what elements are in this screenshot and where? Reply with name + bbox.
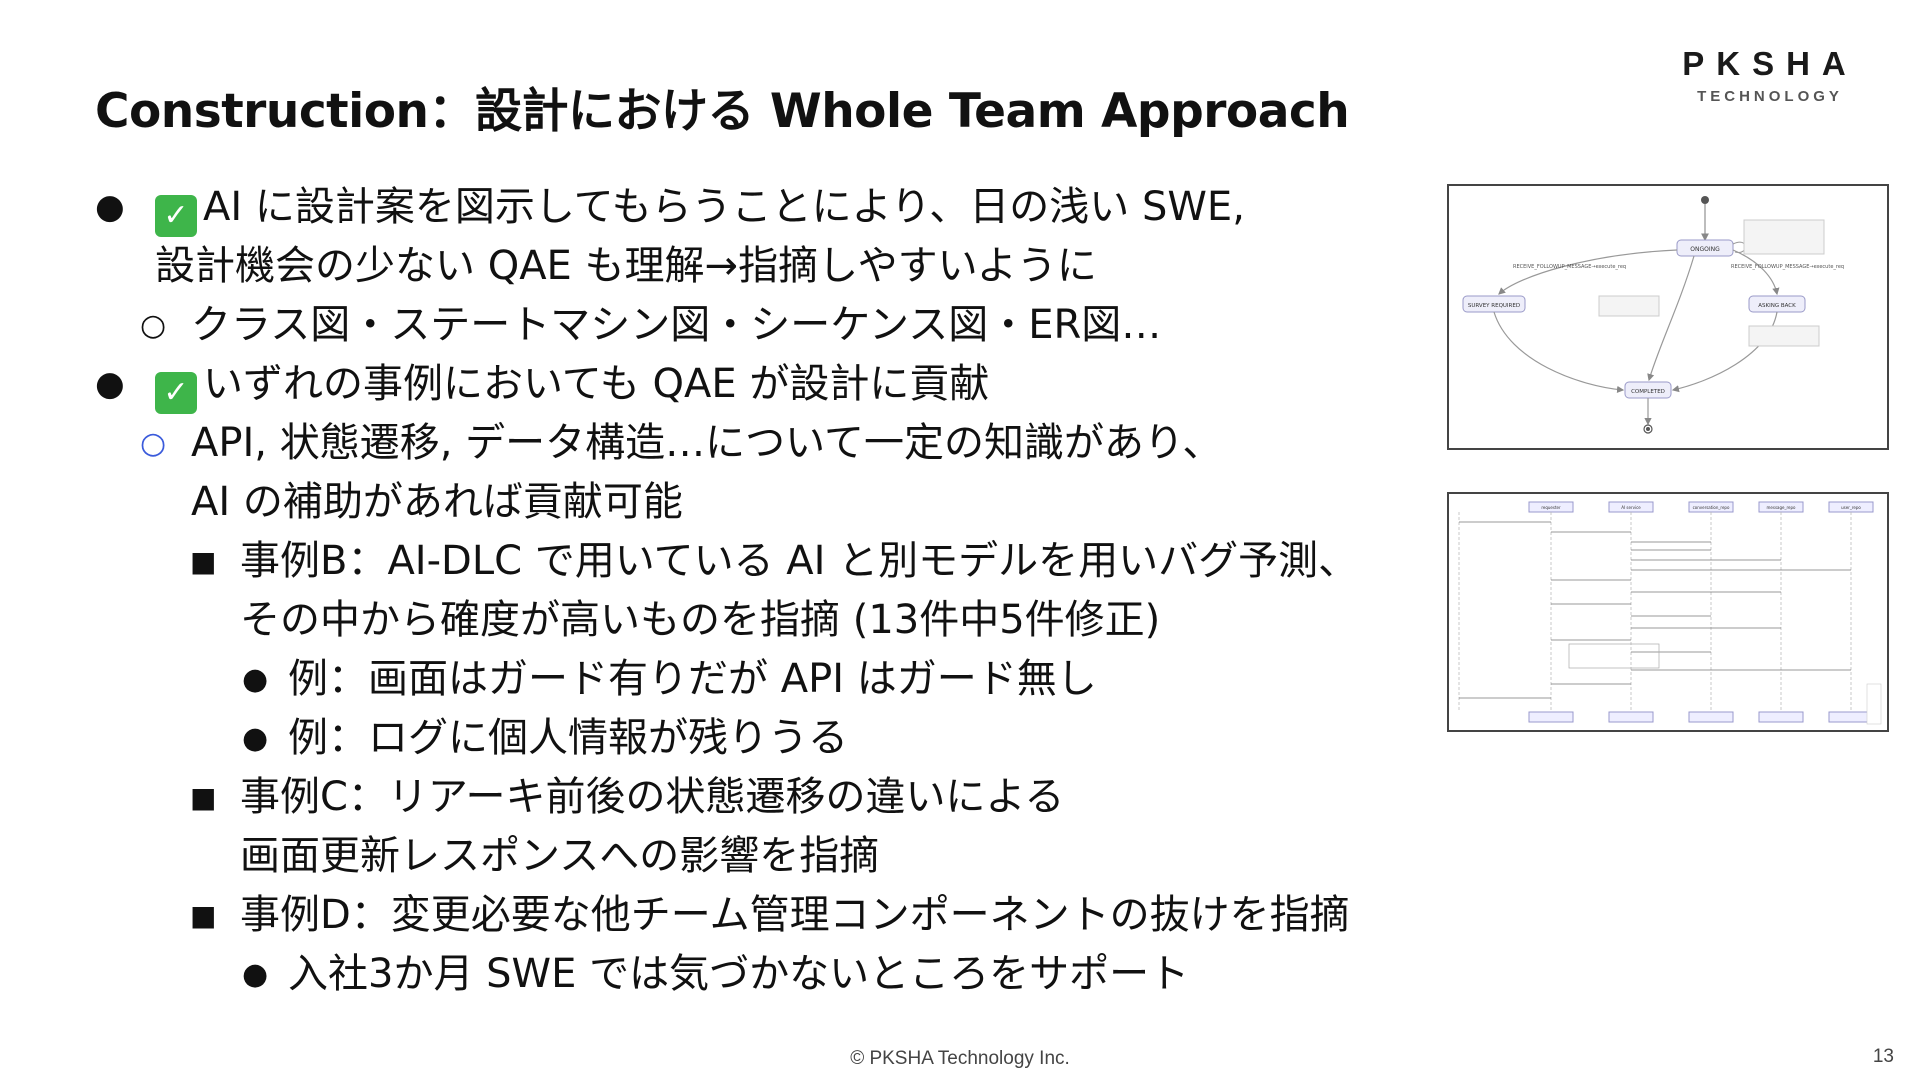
bullet-continuation: 画面更新レスポンスへの影響を指摘	[95, 827, 1435, 886]
state-completed: COMPLETED	[1631, 389, 1665, 395]
bullet-text: その中から確度が高いものを指摘 (13件中5件修正)	[240, 597, 1161, 643]
state-ongoing: ONGOING	[1690, 246, 1720, 253]
case-c-bullet: ■ 事例C：リアーキ前後の状態遷移の違いによる	[95, 768, 1435, 827]
sequence-diagram-svg: requester AI service conversation_repo m…	[1458, 501, 1882, 725]
example-bullet-support: ● 入社3か月 SWE では気づかないところをサポート	[95, 945, 1435, 1004]
logo-subtitle: TECHNOLOGY	[1697, 88, 1843, 105]
copyright-footer: © PKSHA Technology Inc.	[850, 1048, 1070, 1069]
bullet-text: 入社3か月 SWE では気づかないところをサポート	[288, 951, 1190, 997]
sub-bullet-diagram-types: ○ クラス図・ステートマシン図・シーケンス図・ER図…	[95, 296, 1435, 355]
sub-bullet-knowledge: ○ API, 状態遷移, データ構造…について一定の知識があり、	[95, 414, 1435, 473]
bullet-text: 例：ログに個人情報が残りうる	[288, 715, 848, 761]
bullet-list: ● ✓AI に設計案を図示してもらうことにより、日の浅い SWE, 設計機会の少…	[95, 178, 1435, 1004]
participant-label: message_repo	[1767, 505, 1797, 510]
bullet-dot: ●	[242, 662, 269, 697]
bullet-design-diagrams: ● ✓AI に設計案を図示してもらうことにより、日の浅い SWE,	[95, 178, 1435, 237]
bullet-dot: ●	[95, 187, 125, 227]
bullet-dot: ●	[242, 721, 269, 756]
bullet-text: 例：画面はガード有りだが API はガード無し	[288, 656, 1097, 702]
participant-label: user_repo	[1841, 505, 1861, 510]
bullet-square: ■	[190, 899, 217, 932]
bullet-circle: ○	[140, 426, 167, 461]
bullet-text: 事例D：変更必要な他チーム管理コンポーネントの抜けを指摘	[240, 892, 1350, 938]
bullet-text: いずれの事例においても QAE が設計に貢献	[203, 361, 990, 407]
bullet-qae-contribution: ● ✓いずれの事例においても QAE が設計に貢献	[95, 355, 1435, 414]
bullet-dot: ●	[95, 364, 125, 404]
bullet-text: 事例C：リアーキ前後の状態遷移の違いによる	[240, 774, 1065, 820]
slide-title: Construction：設計における Whole Team Approach	[95, 84, 1350, 139]
bullet-square: ■	[190, 545, 217, 578]
transition-label: RECEIVE_FOLLOWUP_MESSAGE→execute_req	[1513, 264, 1626, 270]
bullet-text: API, 状態遷移, データ構造…について一定の知識があり、	[191, 420, 1223, 466]
bullet-dot: ●	[242, 957, 269, 992]
bullet-continuation: AI の補助があれば貢献可能	[95, 473, 1435, 532]
bullet-text: 事例B：AI-DLC で用いている AI と別モデルを用いバグ予測、	[240, 538, 1359, 584]
check-icon: ✓	[155, 372, 197, 414]
check-icon: ✓	[155, 195, 197, 237]
case-d-bullet: ■ 事例D：変更必要な他チーム管理コンポーネントの抜けを指摘	[95, 886, 1435, 945]
bullet-circle: ○	[140, 308, 167, 343]
bullet-continuation: その中から確度が高いものを指摘 (13件中5件修正)	[95, 591, 1435, 650]
bullet-text: AI に設計案を図示してもらうことにより、日の浅い SWE,	[203, 184, 1245, 230]
bullet-text: 画面更新レスポンスへの影響を指摘	[240, 833, 880, 879]
bullet-continuation: 設計機会の少ない QAE も理解→指摘しやすいように	[95, 237, 1435, 296]
bullet-square: ■	[190, 781, 217, 814]
participant-label: conversation_repo	[1693, 505, 1730, 510]
logo-wordmark: PKSHA	[1682, 45, 1858, 82]
participant-label: requester	[1541, 505, 1561, 510]
example-bullet-guard: ● 例：画面はガード有りだが API はガード無し	[95, 650, 1435, 709]
pksha-logo: PKSHA TECHNOLOGY	[1675, 44, 1865, 105]
case-b-bullet: ■ 事例B：AI-DLC で用いている AI と別モデルを用いバグ予測、	[95, 532, 1435, 591]
bullet-text: AI の補助があれば貢献可能	[191, 479, 683, 525]
participant-label: AI service	[1621, 505, 1641, 510]
state-diagram-svg: ONGOING SURVEY REQUIRED ASKING BACK COMP…	[1462, 196, 1844, 434]
bullet-text: クラス図・ステートマシン図・シーケンス図・ER図…	[191, 302, 1162, 348]
page-number: 13	[1872, 1046, 1894, 1067]
state-diagram-image: ONGOING SURVEY REQUIRED ASKING BACK COMP…	[1447, 184, 1889, 450]
bullet-text: 設計機会の少ない QAE も理解→指摘しやすいように	[155, 243, 1097, 289]
sequence-diagram-image: requester AI service conversation_repo m…	[1447, 492, 1889, 732]
transition-label: RECEIVE_FOLLOWUP_MESSAGE→execute_req	[1731, 264, 1844, 270]
example-bullet-log: ● 例：ログに個人情報が残りうる	[95, 709, 1435, 768]
state-survey-required: SURVEY REQUIRED	[1468, 303, 1520, 309]
state-asking-back: ASKING BACK	[1758, 303, 1796, 309]
